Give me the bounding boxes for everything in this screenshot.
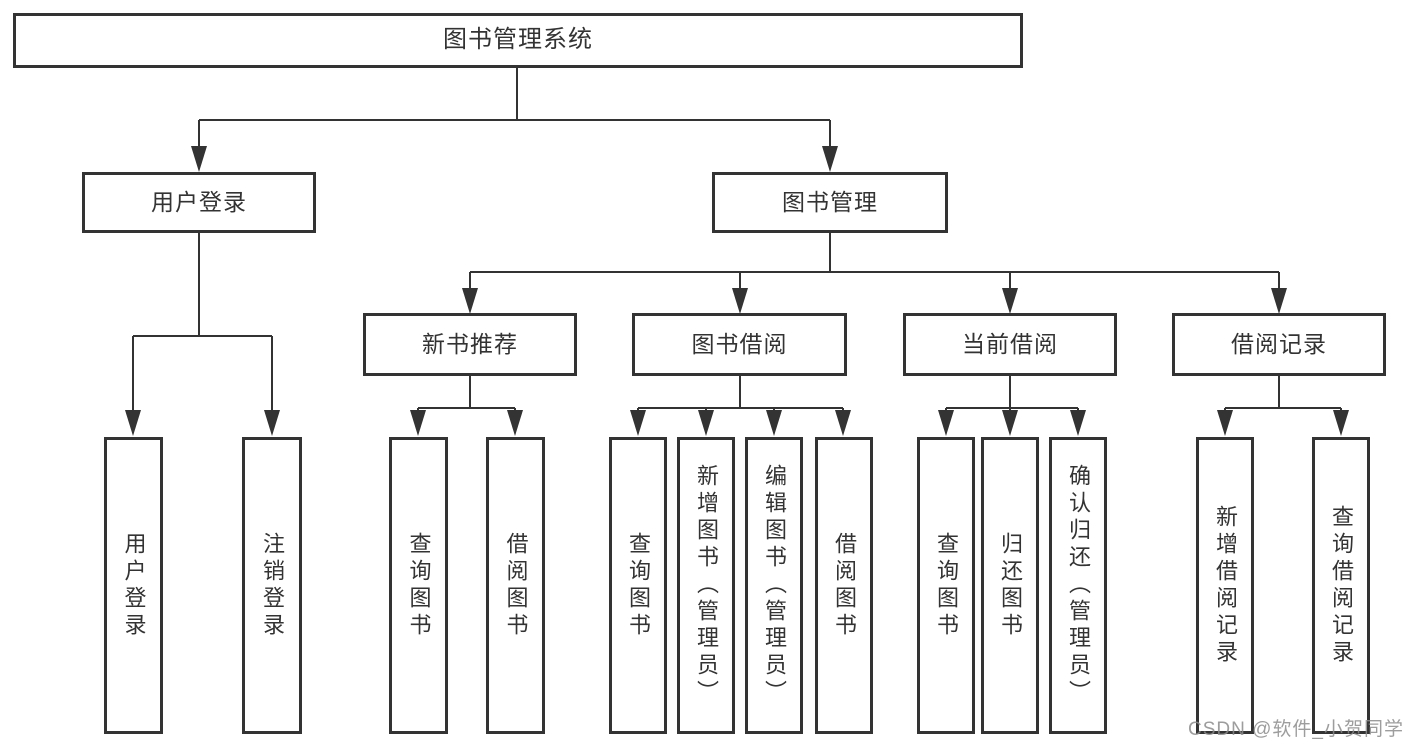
leaf-add-borrow-record: 新增借阅记录 [1196, 437, 1254, 734]
leaf-user-login: 用户登录 [104, 437, 163, 734]
leaf-query-books-recommend: 查询图书 [389, 437, 448, 734]
arrowhead [698, 410, 714, 436]
arrowhead [1271, 288, 1287, 314]
arrowhead [507, 410, 523, 436]
arrowhead [410, 410, 426, 436]
leaf-query-books-borrowing: 查询图书 [609, 437, 667, 734]
node-book-borrowing: 图书借阅 [632, 313, 847, 376]
arrowhead [1002, 410, 1018, 436]
leaf-logout-login: 注销登录 [242, 437, 302, 734]
leaf-query-borrow-record: 查询借阅记录 [1312, 437, 1370, 734]
arrowhead [766, 410, 782, 436]
arrowhead [1333, 410, 1349, 436]
node-library-system-root: 图书管理系统 [13, 13, 1023, 68]
leaf-edit-books-admin: 编辑图书（管理员） [745, 437, 803, 734]
arrowheads [125, 146, 1349, 436]
arrowhead [264, 410, 280, 436]
leaf-borrow-books-borrowing: 借阅图书 [815, 437, 873, 734]
node-book-management: 图书管理 [712, 172, 948, 233]
leaf-query-books-current: 查询图书 [917, 437, 975, 734]
arrowhead [1002, 288, 1018, 314]
connector-edges [132, 68, 1342, 414]
arrowhead [822, 146, 838, 172]
arrowhead [191, 146, 207, 172]
node-current-borrowing: 当前借阅 [903, 313, 1117, 376]
arrowhead [835, 410, 851, 436]
leaf-borrow-books-recommend: 借阅图书 [486, 437, 545, 734]
arrowhead [1070, 410, 1086, 436]
leaf-add-books-admin: 新增图书（管理员） [677, 437, 735, 734]
arrowhead [938, 410, 954, 436]
arrowhead [1217, 410, 1233, 436]
leaf-confirm-return-admin: 确认归还（管理员） [1049, 437, 1107, 734]
arrowhead [732, 288, 748, 314]
leaf-return-books: 归还图书 [981, 437, 1039, 734]
arrowhead [462, 288, 478, 314]
watermark-text: CSDN @软件_小贺同学 [1188, 719, 1404, 740]
node-new-book-recommendation: 新书推荐 [363, 313, 577, 376]
node-borrowing-records: 借阅记录 [1172, 313, 1386, 376]
arrowhead [630, 410, 646, 436]
arrowhead [125, 410, 141, 436]
node-user-login: 用户登录 [82, 172, 316, 233]
